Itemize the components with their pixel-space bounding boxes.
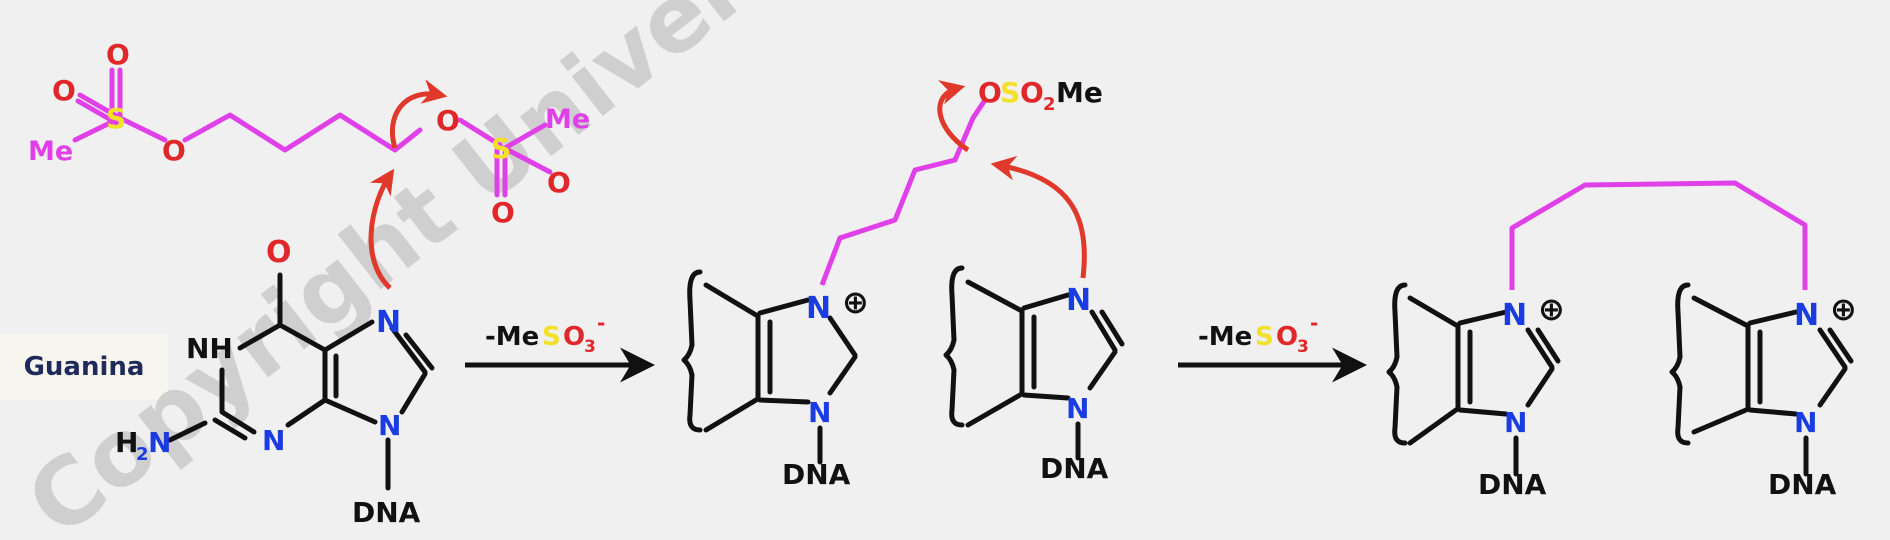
guanine-nh: NH [186,332,233,365]
busulfan-molecule [72,67,553,198]
nuc-dna: DNA [1040,452,1109,485]
busulfan-s2: S [491,132,511,165]
prod-dna-left: DNA [1478,468,1547,501]
reagent2-sub3: 3 [1297,337,1309,357]
leaving-o: O [978,76,1002,109]
nucleophile-ring [943,265,1125,461]
guanine-n3: N [262,424,285,457]
guanine-o: O [266,235,292,270]
prod-n-plus-left: N [1502,298,1527,333]
reagent1-s: S [542,322,561,352]
leaving-o2: O [1020,76,1044,109]
guanine-n7: N [376,305,401,340]
int-n-lower-1: N [808,396,831,429]
busulfan-o-left: O [52,74,76,107]
leaving-me: Me [1056,76,1103,109]
guanine-n9: N [378,409,401,442]
curved-arrow-leaving-2 [937,80,970,153]
reagent1-o: O [563,322,585,352]
reagent1-sup: - [597,311,605,335]
guanine-h2n-h: H [115,426,138,459]
busulfan-o-bottom: O [491,196,515,229]
prod-n-plus-right: N [1794,298,1819,333]
guanine-badge: Guanina [0,334,168,400]
guanine-h2n-n: N [148,426,171,459]
prod-n-lower-right: N [1794,406,1817,439]
busulfan-o-ester1: O [162,134,186,167]
curved-arrow-attack-2 [990,155,1087,279]
busulfan-o-top: O [106,38,130,71]
nuc-n-upper: N [1066,283,1091,318]
prod-plus-right: ⊕ [1830,290,1857,328]
curved-arrow-attack-1 [368,168,395,290]
busulfan-o-right: O [547,166,571,199]
int-n-plus: N [806,291,831,326]
busulfan-s1: S [106,102,126,135]
curved-arrow-leaving-1 [389,79,448,149]
busulfan-me2: Me [545,104,590,135]
reagent1-sub3: 3 [584,337,596,357]
guanine-label: Guanina [23,352,145,382]
guanine-molecule [167,272,435,491]
product-ring-right [1669,282,1854,477]
reagent1-me: -Me [485,322,539,352]
leaving-s: S [1000,76,1020,109]
reagent2-me: -Me [1198,322,1252,352]
product-ring-left [1386,282,1561,477]
intermediate-chain [819,98,988,286]
prod-n-lower-left: N [1504,406,1527,439]
nuc-n-lower: N [1066,392,1089,425]
guanine-h2n-sub2: 2 [136,444,149,465]
crosslink-chain [1509,180,1808,290]
guanine-dna: DNA [352,496,421,529]
intermediate-ring-1 [681,269,858,465]
prod-plus-left: ⊕ [1538,290,1565,328]
int-plus-1: ⊕ [842,283,869,321]
reagent2-sup: - [1310,311,1318,335]
reagent2-o: O [1276,322,1298,352]
reagent2-s: S [1255,322,1274,352]
int-dna-1: DNA [782,458,851,491]
busulfan-me1: Me [28,136,73,167]
busulfan-o-ester2: O [436,104,460,137]
leaving-sub2: 2 [1043,94,1056,115]
prod-dna-right: DNA [1768,468,1837,501]
